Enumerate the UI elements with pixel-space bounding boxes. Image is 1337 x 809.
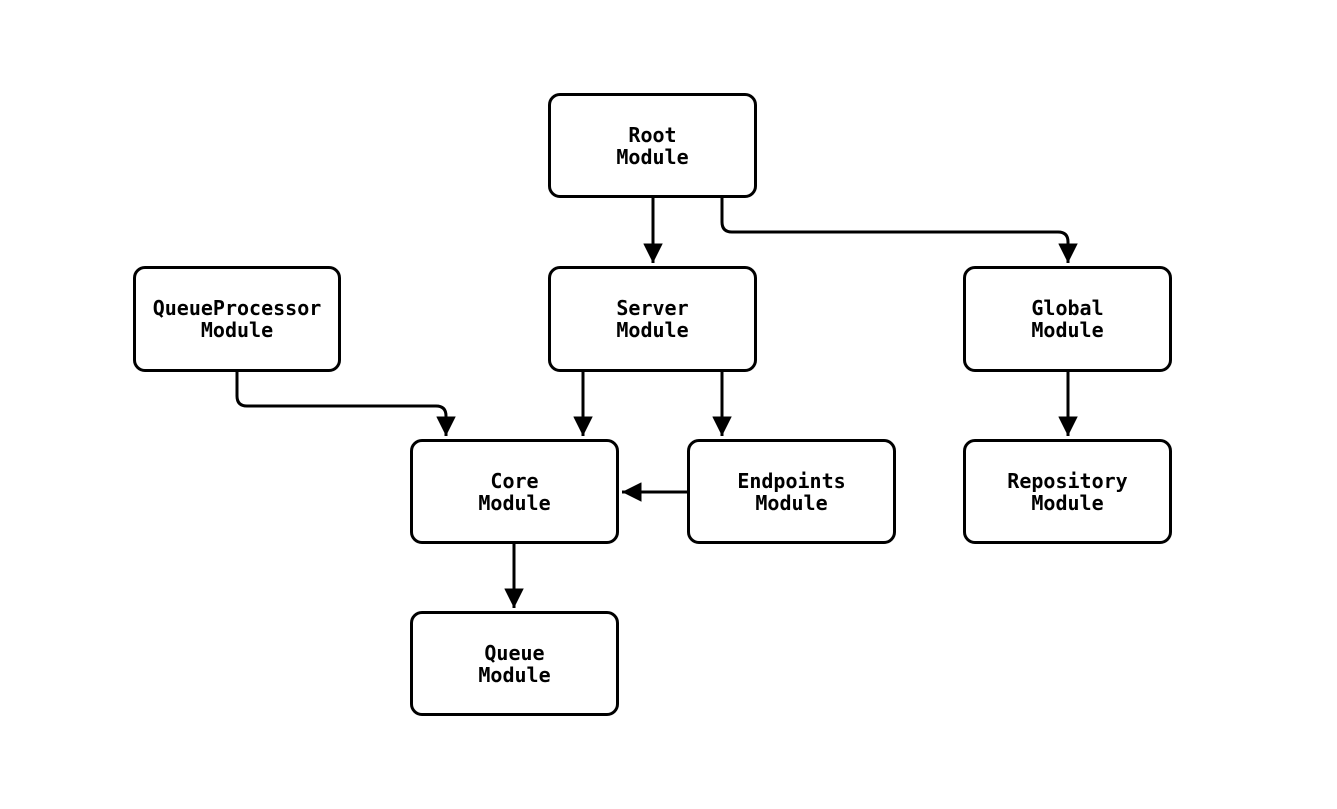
node-queue-module: Queue Module (410, 611, 619, 716)
node-global-module-label: Global Module (1031, 296, 1104, 342)
node-global-module: Global Module (963, 266, 1172, 372)
node-queueprocessor-module-label: QueueProcessor Module (152, 296, 322, 342)
node-root-module: Root Module (548, 93, 757, 198)
node-queue-module-label: Queue Module (478, 640, 551, 687)
edge-queueprocessor-to-core (235, 372, 456, 436)
node-endpoints-module-label: Endpoints Module (737, 468, 846, 515)
node-repository-module: Repository Module (963, 439, 1172, 544)
node-server-module: Server Module (548, 266, 757, 372)
node-queueprocessor-module: QueueProcessor Module (133, 266, 341, 372)
node-core-module: Core Module (410, 439, 619, 544)
node-root-module-label: Root Module (616, 122, 689, 169)
node-core-module-label: Core Module (478, 468, 551, 515)
node-server-module-label: Server Module (616, 296, 689, 342)
node-endpoints-module: Endpoints Module (687, 439, 896, 544)
edge-root-to-global (720, 198, 1078, 263)
node-repository-module-label: Repository Module (1007, 468, 1128, 515)
